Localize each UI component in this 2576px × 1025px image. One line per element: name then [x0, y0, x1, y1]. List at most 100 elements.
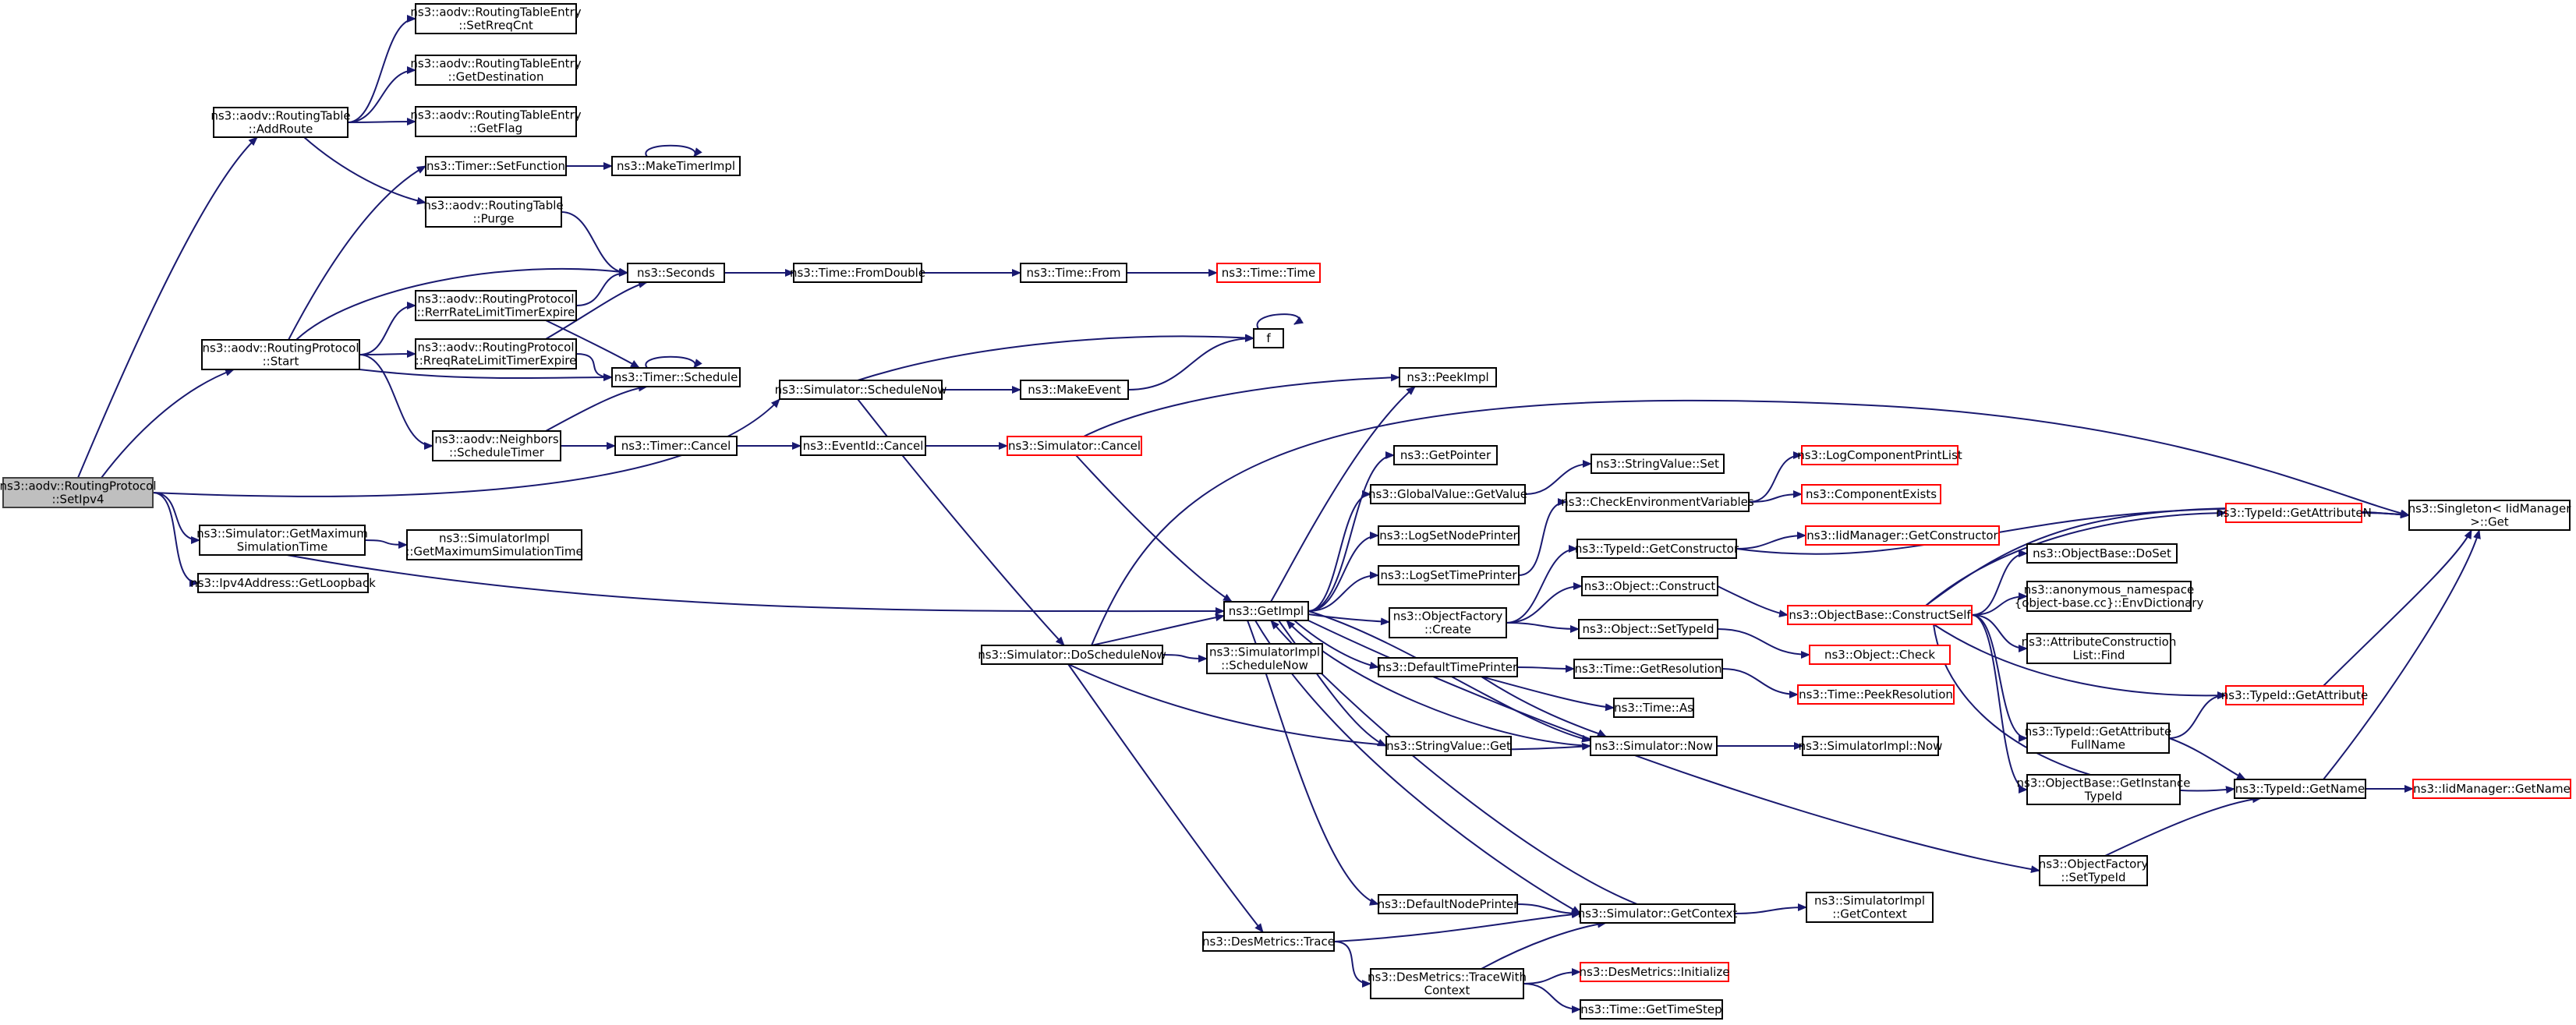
- function-node[interactable]: ns3::EventId::Cancel: [800, 436, 926, 456]
- function-node[interactable]: ns3::LogSetTimePrinter: [1378, 565, 1520, 585]
- function-node[interactable]: ns3::aodv::RoutingTableEntry::GetFlag: [410, 106, 582, 137]
- function-node[interactable]: ns3::Seconds: [627, 263, 725, 283]
- call-edge: [1270, 386, 1416, 603]
- node-label: ns3::aodv::RoutingTable: [423, 199, 563, 213]
- node-label: ns3::Time::FromDouble: [790, 266, 925, 280]
- function-node[interactable]: ns3::Timer::Schedule: [611, 367, 741, 387]
- function-node[interactable]: ns3::aodv::RoutingTable::AddRoute: [211, 107, 351, 138]
- function-node[interactable]: ns3::aodv::RoutingProtocol::RreqRateLimi…: [415, 338, 577, 369]
- node-label: ns3::AttributeConstruction: [2022, 635, 2177, 649]
- call-edge: [152, 492, 199, 587]
- function-node[interactable]: ns3::Time::Time: [1216, 263, 1321, 283]
- function-node[interactable]: ns3::Simulator::GetContext: [1578, 903, 1738, 924]
- function-node[interactable]: ns3::aodv::RoutingProtocol::RerrRateLimi…: [415, 290, 577, 321]
- function-node[interactable]: ns3::Ipv4Address::GetLoopback: [190, 573, 376, 593]
- node-box: [1797, 684, 1955, 705]
- function-node[interactable]: ns3::anonymous_namespace{object-base.cc}…: [2015, 581, 2204, 612]
- function-node[interactable]: ns3::IidManager::GetName: [2412, 779, 2571, 799]
- function-node[interactable]: ns3::SimulatorImpl::GetContext: [1806, 892, 1934, 923]
- function-node[interactable]: ns3::GetImpl: [1223, 601, 1309, 621]
- node-label: ns3::TypeId::GetConstructor: [1575, 542, 1739, 556]
- node-box: [2026, 723, 2170, 754]
- function-node[interactable]: f: [1253, 328, 1284, 348]
- node-box: [981, 645, 1163, 665]
- node-label: ns3::Time::GetTimeStep: [1580, 1002, 1721, 1016]
- function-node[interactable]: ns3::Simulator::GetMaximumSimulationTime: [196, 525, 368, 556]
- function-node[interactable]: ns3::Time::As: [1613, 698, 1694, 718]
- node-label: ns3::ObjectBase::ConstructSelf: [1789, 608, 1971, 622]
- node-label: ns3::DefaultNodePrinter: [1378, 897, 1520, 911]
- function-node[interactable]: ns3::SimulatorImpl::Now: [1799, 736, 1943, 756]
- node-label: >::Get: [2470, 515, 2509, 529]
- function-node[interactable]: ns3::GetPointer: [1393, 445, 1498, 465]
- function-node[interactable]: ns3::Timer::SetFunction: [425, 156, 567, 176]
- function-node[interactable]: ns3::SimulatorImpl::ScheduleNow: [1206, 643, 1323, 674]
- function-node[interactable]: ns3::aodv::RoutingProtocol::Start: [201, 339, 360, 370]
- function-node[interactable]: ns3::LogComponentPrintList: [1797, 445, 1962, 465]
- function-node[interactable]: ns3::TypeId::GetConstructor: [1575, 539, 1739, 559]
- function-nodes: ns3::aodv::RoutingProtocol::SetIpv4ns3::…: [0, 3, 2572, 1020]
- function-node[interactable]: ns3::TypeId::GetAttribute: [2221, 685, 2368, 705]
- node-box: [611, 367, 741, 387]
- function-node[interactable]: ns3::Simulator::Cancel: [1007, 436, 1142, 456]
- function-node[interactable]: ns3::aodv::RoutingTableEntry::SetRreqCnt: [410, 3, 582, 34]
- function-node[interactable]: ns3::StringValue::Get: [1385, 736, 1512, 756]
- function-node[interactable]: ns3::ObjectFactory::SetTypeId: [2039, 855, 2149, 886]
- function-node[interactable]: ns3::ComponentExists: [1801, 484, 1941, 504]
- function-node[interactable]: ns3::Simulator::DoScheduleNow: [978, 645, 1166, 665]
- function-node[interactable]: ns3::Object::Construct: [1581, 576, 1718, 596]
- function-node[interactable]: ns3::Object::SetTypeId: [1578, 619, 1718, 639]
- function-node[interactable]: ns3::GlobalValue::GetValue: [1368, 484, 1527, 504]
- function-node[interactable]: ns3::TypeId::GetName: [2234, 779, 2366, 799]
- function-node[interactable]: ns3::Timer::Cancel: [614, 436, 738, 456]
- function-node[interactable]: ns3::ObjectBase::DoSet: [2026, 543, 2178, 564]
- function-node[interactable]: ns3::DefaultNodePrinter: [1378, 894, 1520, 914]
- function-node[interactable]: ns3::DesMetrics::Initialize: [1580, 962, 1730, 982]
- function-node[interactable]: ns3::MakeEvent: [1020, 380, 1129, 400]
- function-node[interactable]: ns3::Time::GetResolution: [1573, 659, 1723, 679]
- function-node[interactable]: ns3::Time::FromDouble: [790, 263, 925, 283]
- node-label: ns3::ObjectBase::DoSet: [2033, 546, 2171, 560]
- function-node[interactable]: ns3::Time::From: [1020, 263, 1127, 283]
- call-edge: [1307, 571, 1379, 612]
- call-edge: [1518, 498, 1567, 576]
- function-node[interactable]: ns3::CheckEnvironmentVariables: [1561, 492, 1754, 512]
- node-label: ::GetFlag: [469, 122, 522, 136]
- function-node[interactable]: ns3::Singleton< IidManager >::Get: [2408, 500, 2572, 531]
- function-node[interactable]: ns3::aodv::RoutingTableEntry::GetDestina…: [410, 55, 582, 86]
- node-label: ns3::EventId::Cancel: [803, 439, 924, 453]
- function-node[interactable]: ns3::aodv::Neighbors::ScheduleTimer: [432, 430, 561, 461]
- call-edge: [1506, 545, 1578, 624]
- function-node[interactable]: ns3::ObjectFactory::Create: [1389, 607, 1507, 638]
- node-label: ns3::Time::PeekResolution: [1799, 687, 1953, 702]
- node-label: ns3::Seconds: [637, 266, 715, 280]
- function-node[interactable]: ns3::IidManager::GetConstructor: [1805, 525, 2000, 546]
- function-node[interactable]: ns3::DefaultTimePrinter: [1378, 657, 1518, 677]
- function-node[interactable]: ns3::ObjectBase::ConstructSelf: [1787, 605, 1973, 625]
- node-label: ns3::MakeTimerImpl: [617, 159, 735, 173]
- function-node[interactable]: ns3::DesMetrics::Trace: [1202, 931, 1335, 952]
- function-node[interactable]: ns3::Simulator::Now: [1590, 736, 1718, 756]
- function-node[interactable]: ns3::Object::Check: [1809, 645, 1951, 665]
- node-label: ::AddRoute: [249, 122, 313, 136]
- root-function-node[interactable]: ns3::aodv::RoutingProtocol::SetIpv4: [0, 477, 156, 508]
- function-node[interactable]: ns3::Time::PeekResolution: [1797, 684, 1955, 705]
- function-node[interactable]: ns3::Time::GetTimeStep: [1580, 999, 1723, 1020]
- function-node[interactable]: ns3::LogSetNodePrinter: [1378, 525, 1520, 546]
- function-node[interactable]: ns3::Simulator::ScheduleNow: [775, 380, 947, 400]
- function-node[interactable]: ns3::MakeTimerImpl: [611, 156, 741, 176]
- function-node[interactable]: ns3::aodv::RoutingTable::Purge: [423, 196, 564, 228]
- call-edge: [152, 492, 200, 544]
- node-label: ns3::Simulator::Cancel: [1008, 439, 1141, 453]
- function-node[interactable]: ns3::StringValue::Set: [1591, 454, 1725, 474]
- function-node[interactable]: ns3::PeekImpl: [1399, 367, 1497, 387]
- function-node[interactable]: ns3::SimulatorImpl::GetMaximumSimulation…: [405, 529, 583, 560]
- node-label: ns3::LogComponentPrintList: [1797, 448, 1962, 462]
- function-node[interactable]: ns3::TypeId::GetAttributeN: [2216, 503, 2372, 523]
- node-label: ns3::GetPointer: [1400, 448, 1491, 462]
- node-label: ns3::Object::Construct: [1584, 579, 1716, 593]
